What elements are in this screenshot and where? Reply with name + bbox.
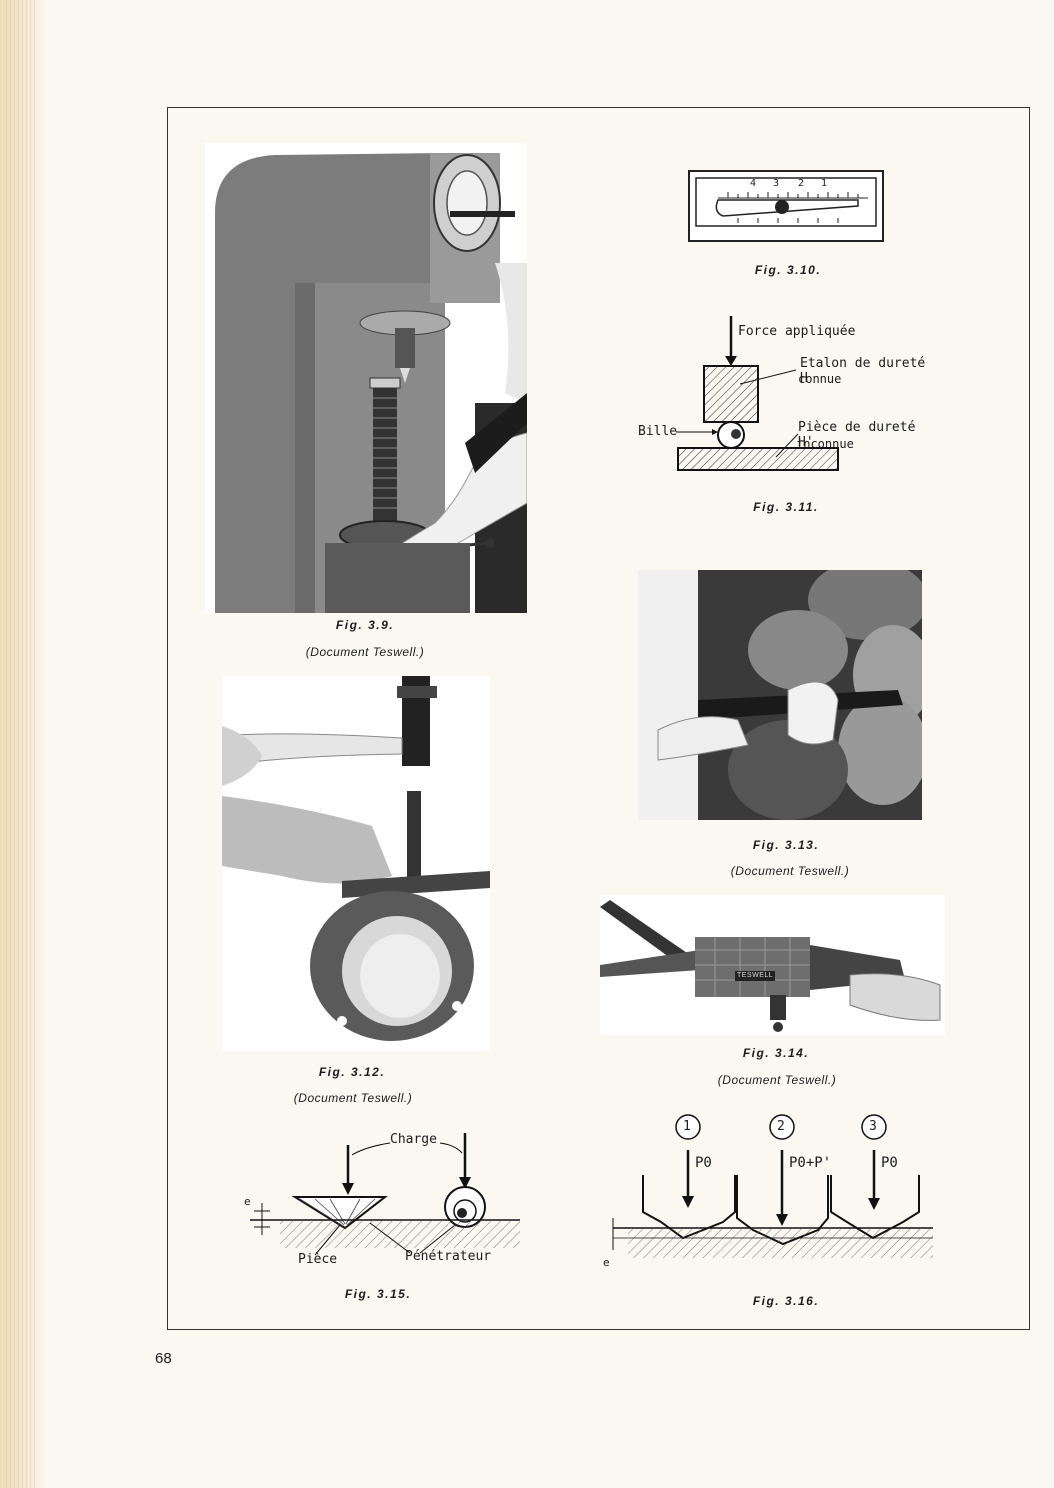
piece-label: Pièce: [298, 1252, 338, 1267]
scale-tick-3: 3: [773, 178, 780, 189]
fig-3-10-scale-diagram: 4 3 2 1: [688, 170, 884, 242]
fig-3-10-label: Fig. 3.10.: [754, 263, 822, 277]
fig-3-11-diagram: Force appliquée Etalon de dureté H connu…: [636, 312, 936, 484]
fig-3-12-source: (Document Teswell.): [293, 1091, 413, 1105]
load-step-2: P0+P': [789, 1155, 832, 1171]
fig-3-12-label: Fig. 3.12.: [318, 1065, 386, 1079]
depth-e-label: e: [244, 1195, 251, 1208]
force-label: Force appliquée: [738, 324, 856, 339]
step-3-number: 3: [869, 1119, 877, 1134]
bille-label: Bille: [638, 424, 678, 439]
fig-3-15-diagram: Charge Pièce Pénétrateur e: [240, 1125, 530, 1275]
fig-3-14-source: (Document Teswell.): [717, 1073, 837, 1087]
charge-label: Charge: [390, 1132, 437, 1147]
fig-3-13-source: (Document Teswell.): [730, 864, 850, 878]
portable-tester-photo: [638, 570, 922, 820]
step-2-number: 2: [777, 1119, 785, 1134]
step-1-number: 1: [683, 1119, 691, 1134]
piece-label-line2: inconnue: [796, 437, 854, 451]
fig-3-11-label: Fig. 3.11.: [753, 500, 819, 514]
scale-tick-1: 1: [821, 178, 828, 189]
scale-tick-2: 2: [798, 178, 805, 189]
penetrateur-label: Pénétrateur: [405, 1249, 492, 1264]
hardness-tester-photo: [205, 143, 527, 613]
load-step-1: P0: [695, 1155, 712, 1171]
fig-3-9-source: (Document Teswell.): [305, 645, 425, 659]
etalon-label-line2: connue: [798, 372, 842, 386]
fig-3-13-label: Fig. 3.13.: [752, 838, 820, 852]
etalon-label-line1: Etalon de dureté H: [800, 356, 926, 386]
fig-3-14-label: Fig. 3.14.: [742, 1046, 810, 1060]
teswell-brand-text: TESWELL: [737, 972, 774, 979]
load-step-3: P0: [881, 1155, 898, 1171]
scale-tick-4: 4: [750, 178, 757, 189]
fig-3-9-label: Fig. 3.9.: [335, 618, 395, 632]
fig-3-16-diagram: 1 2 3 P0 P0+P' P0 e: [603, 1110, 933, 1280]
fig-3-16-label: Fig. 3.16.: [752, 1294, 820, 1308]
depth-e-label: e: [603, 1256, 610, 1269]
book-page-edge: [0, 0, 46, 1488]
pincer-tester-photo: TESWELL: [600, 895, 945, 1035]
hammer-test-photo: [222, 676, 490, 1051]
figure-frame: [167, 107, 1030, 1330]
page-number: 68: [155, 1350, 172, 1367]
fig-3-15-label: Fig. 3.15.: [344, 1287, 412, 1301]
piece-label-line1: Pièce de dureté H': [798, 420, 916, 450]
